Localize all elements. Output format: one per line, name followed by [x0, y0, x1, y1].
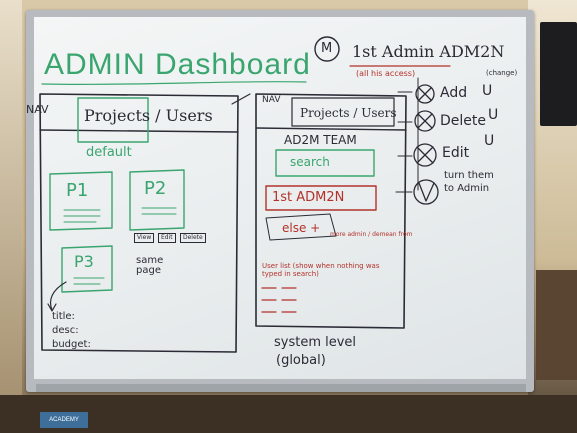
permission-edit: Edit	[442, 145, 470, 161]
view-button-sketch: View	[134, 233, 155, 243]
caption-global: (global)	[276, 353, 326, 368]
whiteboard-surface	[34, 17, 526, 379]
wall-monitor	[540, 22, 577, 126]
card-p2: P2	[144, 178, 167, 199]
else-note: more admin / demean from	[330, 231, 413, 238]
academy-logo: ACADEMY	[40, 412, 88, 428]
right-tabs: Projects / Users	[300, 106, 397, 120]
edit-button-sketch: Edit	[158, 233, 176, 243]
floor	[0, 395, 577, 433]
field-title: title:	[52, 311, 75, 322]
card-p3: P3	[74, 252, 94, 271]
bookshelf	[536, 270, 577, 380]
header-circle-letter: M	[321, 41, 333, 56]
permission-add-target: U	[482, 83, 493, 99]
delete-button-sketch: Delete	[180, 233, 206, 243]
permission-delete: Delete	[440, 113, 486, 129]
permission-edit-target: U	[484, 133, 495, 149]
permission-delete-target: U	[488, 107, 499, 123]
permissions-header: 1st Admin ADM2N	[352, 42, 505, 61]
search-label: search	[290, 155, 330, 169]
caption-system-level: system level	[274, 335, 357, 350]
permissions-subnote: (all his access)	[356, 69, 416, 78]
card-p1: P1	[66, 180, 89, 201]
field-desc: desc:	[52, 325, 79, 336]
else-label: else +	[282, 221, 321, 235]
left-tabs: Projects / Users	[84, 106, 213, 125]
left-nav-label: NAV	[26, 103, 49, 116]
wall-left	[0, 0, 22, 433]
permissions-corner-note: (change)	[486, 69, 518, 77]
board-title: ADMIN Dashboard	[44, 48, 311, 81]
same-page-note: same page	[136, 255, 164, 276]
team-name: AD2M TEAM	[284, 133, 357, 147]
permission-add: Add	[440, 85, 468, 101]
admin-entry: 1st ADM2N	[272, 190, 345, 205]
marker-tray	[36, 384, 526, 392]
user-list-note: User list (show when nothing was typed i…	[262, 262, 380, 279]
field-budget: budget:	[52, 339, 91, 350]
right-nav-label: NAV	[262, 95, 281, 105]
default-label: default	[86, 145, 132, 160]
permission-turn-admin: turn them to Admin	[444, 170, 494, 194]
